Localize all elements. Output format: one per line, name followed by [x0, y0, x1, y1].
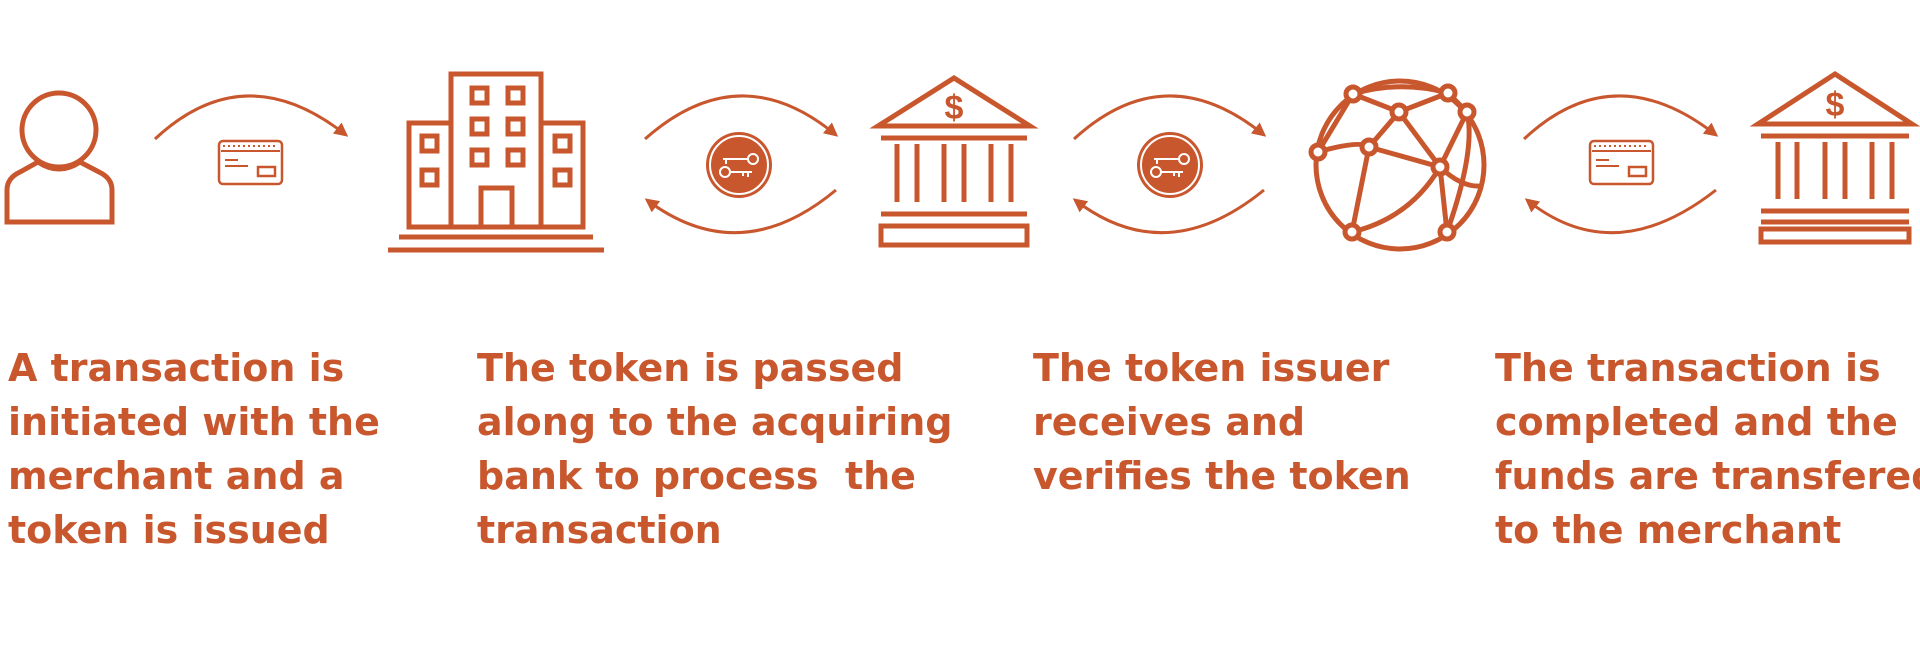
credit-card-icon — [217, 139, 284, 186]
bank-icon — [869, 75, 1039, 248]
globe-network-icon — [1308, 78, 1487, 252]
dollar-sign: $ — [945, 89, 964, 127]
credit-card-icon — [1588, 139, 1655, 186]
flow-arrow-acquirer-to-network — [1072, 94, 1267, 141]
dollar-sign: $ — [1826, 86, 1845, 124]
step-2-caption: The token is passed along to the acquiri… — [477, 346, 953, 552]
flow-arrow-merchant-to-acquirer — [644, 94, 839, 141]
step-4-caption: The transaction is completed and the fun… — [1495, 346, 1920, 552]
flow-arrow-network-to-acquirer — [1072, 188, 1265, 235]
office-building-icon — [388, 71, 604, 253]
flow-arrow-issuer-to-network — [1524, 188, 1717, 235]
flow-arrow-acquirer-to-merchant — [644, 188, 837, 235]
flow-arrow-customer-to-merchant — [153, 94, 349, 141]
flow-arrow-network-to-issuer — [1522, 94, 1719, 141]
step-1-caption: A transaction is initiated with the merc… — [8, 346, 380, 552]
bank-icon — [1749, 71, 1920, 245]
step-3-caption: The token issuer receives and verifies t… — [1033, 346, 1411, 498]
person-icon — [4, 90, 115, 225]
token-keys-icon — [706, 132, 772, 198]
token-keys-icon — [1137, 132, 1203, 198]
